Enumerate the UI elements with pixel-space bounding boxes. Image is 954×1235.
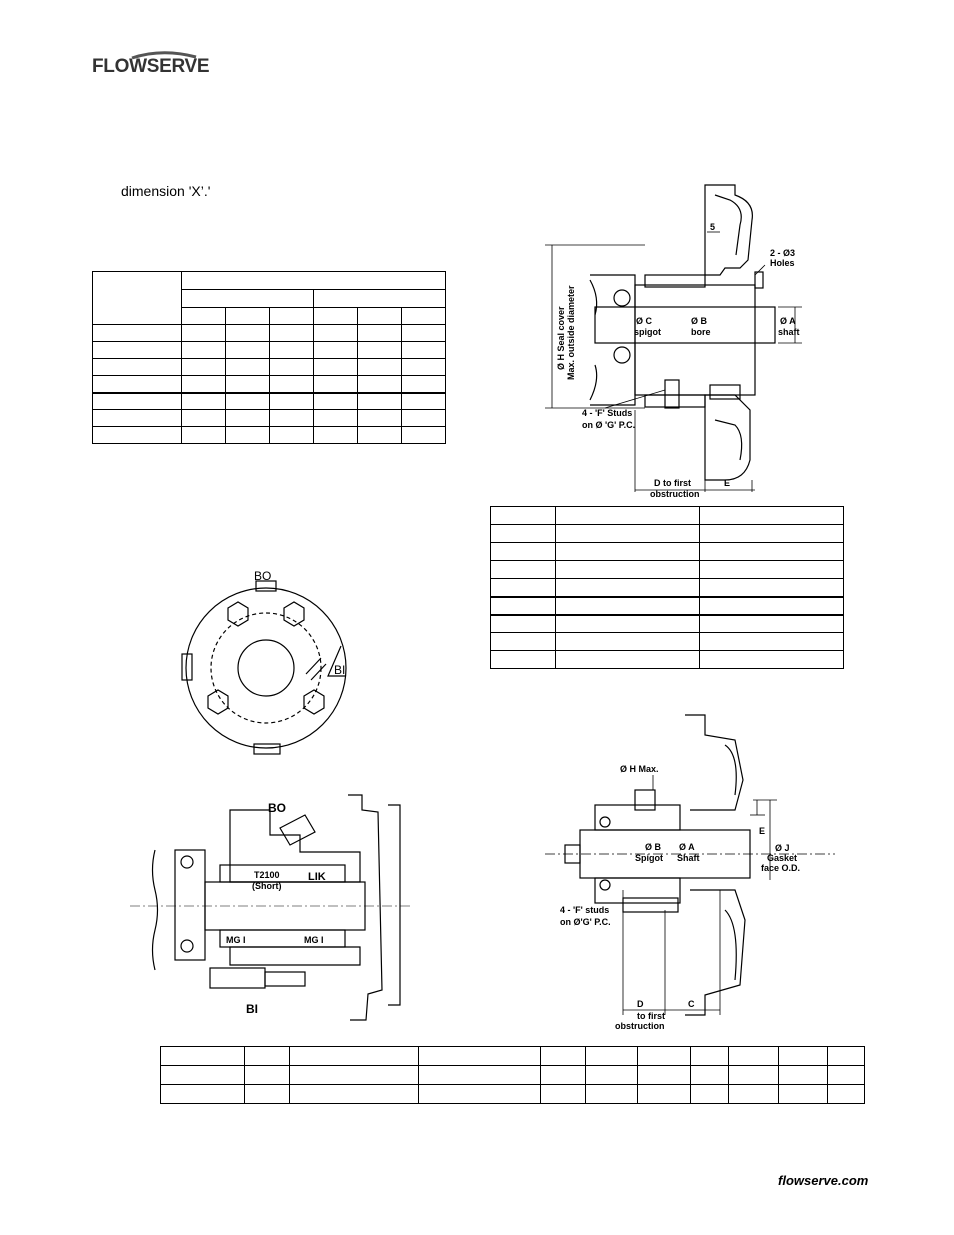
bi-label-section: BI [246,1002,258,1016]
bore-b-label-1: Ø B [691,316,708,326]
gasket-j-label-2: Gasket [767,853,797,863]
to-first-label: to first [637,1011,665,1021]
spigot-b-label-1: Ø B [645,842,662,852]
data-table-2 [490,506,844,669]
obstruction-label: obstruction [615,1021,665,1031]
spigot-b-label-2: Spigot [635,853,663,863]
footer-url: flowserve.com [778,1173,869,1188]
bi-label: BI [334,663,345,677]
flowserve-logo: FLOWSERVE [92,50,212,90]
gasket-face-diagram: Ø H Max. E Ø B Spigot Ø A Shaft Ø J Gask… [545,714,835,1031]
data-table-1 [92,271,446,444]
lik-label: LIK [308,871,326,883]
e-label: E [724,478,730,488]
studs-label-2: on Ø 'G' P.C. [582,420,635,430]
seal-cover-diagram: 5 2 - Ø3 Holes Ø H Seal cover Max. outsi… [545,184,802,499]
seal-cover-label-1: Ø H Seal cover [556,306,566,370]
seal-cover-label-2: Max. outside diameter [566,285,576,380]
t2100-label: T2100 [254,870,280,880]
holes-label-2: Holes [770,258,795,268]
shaft-a-label-2: shaft [778,327,800,337]
body-text: dimension 'X’.' [121,183,211,199]
c-label-bottom: C [688,999,695,1009]
face-view-diagram: BO BI [181,569,347,755]
dim-5-label: 5 [710,222,715,232]
data-table-3 [160,1046,865,1104]
spigot-c-label-2: spigot [634,327,661,337]
holes-label-1: 2 - Ø3 [770,248,795,258]
d-label-1: D to first [654,478,691,488]
h-max-label: Ø H Max. [620,764,659,774]
short-label: (Short) [252,881,282,891]
studs-label-1: 4 - 'F' Studs [582,408,632,418]
shaft-a-label-1: Ø A [780,316,796,326]
logo-text: FLOWSERVE [92,56,210,77]
mg-label-2: MG I [304,935,324,945]
logo-arc-icon [131,51,197,60]
bo-label-section: BO [268,801,286,815]
seal-section-diagram: BO BI T2100 (Short) LIK MG I MG I [130,794,410,1021]
spigot-c-label-1: Ø C [636,316,653,326]
gasket-j-label-1: Ø J [775,843,790,853]
d-label-2: obstruction [650,489,700,499]
e-label-bottom: E [759,826,765,836]
bo-label: BO [254,569,271,583]
studs-label-1-bottom: 4 - 'F' studs [560,905,609,915]
shaft-a-label-1-bottom: Ø A [679,842,695,852]
studs-label-2-bottom: on Ø'G' P.C. [560,917,611,927]
d-label-bottom: D [637,999,644,1009]
mg-label-1: MG I [226,935,246,945]
shaft-a-label-2-bottom: Shaft [677,853,700,863]
bore-b-label-2: bore [691,327,711,337]
gasket-j-label-3: face O.D. [761,863,800,873]
